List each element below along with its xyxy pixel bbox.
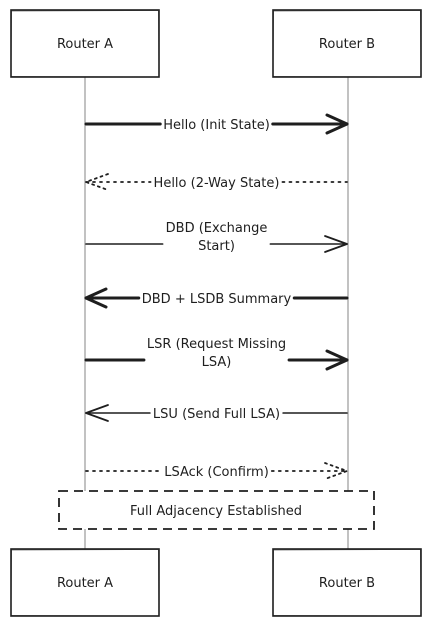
participant-router-a-bottom: Router A: [10, 548, 160, 617]
message-arrowhead: [85, 173, 109, 191]
participant-router-b-bottom: Router B: [272, 548, 422, 617]
adjacency-note-text: Full Adjacency Established: [130, 504, 302, 519]
router-a-label-bottom: Router A: [57, 576, 113, 591]
participant-router-a-top: Router A: [10, 9, 160, 78]
message-label: Hello (Init State): [163, 118, 270, 133]
message-label: DBD + LSDB Summary: [142, 292, 292, 307]
message-label: LSR (Request Missing: [147, 337, 286, 352]
message-dbd-lsdb: DBD + LSDB Summary: [84, 287, 349, 309]
message-label: Hello (2-Way State): [154, 176, 280, 191]
message-lsack: LSAck (Confirm): [85, 462, 348, 480]
message-arrowhead: [84, 287, 108, 309]
message-label: LSAck (Confirm): [164, 465, 269, 480]
message-arrowhead: [325, 349, 349, 371]
message-label: DBD (Exchange: [166, 221, 268, 236]
router-b-label-bottom: Router B: [319, 576, 375, 591]
message-label: Start): [198, 239, 235, 254]
message-hello-2way: Hello (2-Way State): [85, 173, 348, 191]
message-arrowhead: [325, 113, 349, 135]
participant-router-b-top: Router B: [272, 9, 422, 78]
message-arrowhead: [85, 404, 109, 422]
message-arrowhead: [324, 235, 348, 253]
router-b-label-top: Router B: [319, 37, 375, 52]
message-arrowhead: [324, 462, 348, 480]
message-label: LSA): [202, 355, 232, 370]
message-lsu: LSU (Send Full LSA): [85, 404, 348, 422]
adjacency-note: Full Adjacency Established: [58, 490, 375, 530]
message-group: Hello (Init State) Hello (2-Way State) DBD…: [84, 113, 349, 480]
message-hello-init: Hello (Init State): [84, 113, 349, 135]
message-label: LSU (Send Full LSA): [153, 407, 280, 422]
router-a-label-top: Router A: [57, 37, 113, 52]
